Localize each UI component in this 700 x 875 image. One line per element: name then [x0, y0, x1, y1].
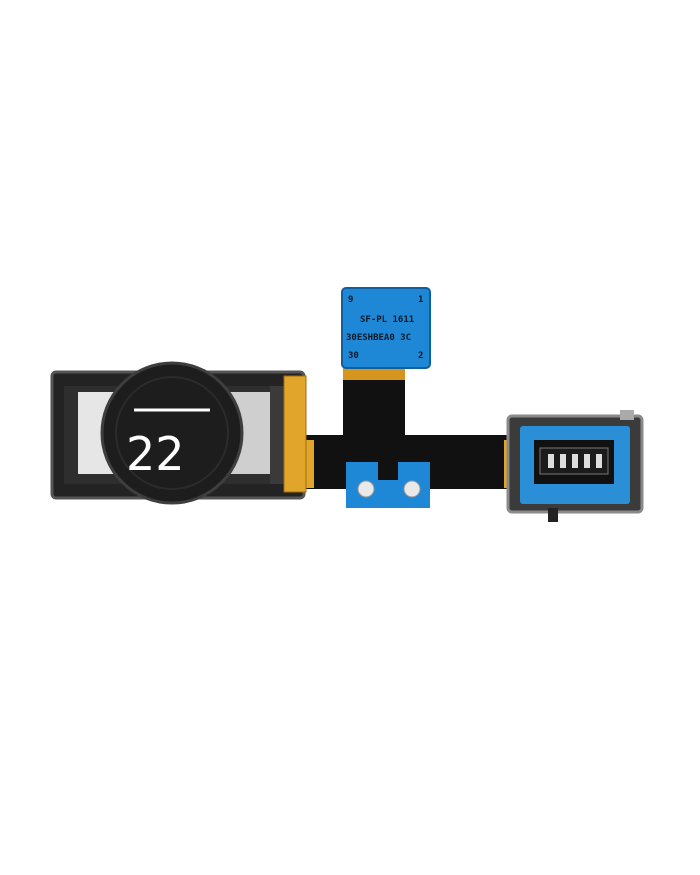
- connector-text-pin1: 1: [418, 295, 423, 305]
- contact-pad: [357, 480, 375, 498]
- microphone-module: [506, 410, 644, 522]
- connector-text-pin9: 9: [348, 295, 353, 305]
- pad-tab: [346, 462, 430, 508]
- connector-text-pin30: 30: [348, 351, 359, 361]
- board-connector: 9 1 SF-PL 1611 30ESHBEA0 3C 30 2: [341, 287, 431, 369]
- speaker-diaphragm: [100, 361, 244, 505]
- contact-pad: [403, 480, 421, 498]
- speaker-label: 22: [126, 427, 185, 481]
- connector-text-pin2: 2: [418, 351, 423, 361]
- connector-text-partno: SF-PL 1611: [360, 315, 414, 325]
- earpiece-speaker: 22: [50, 361, 307, 505]
- connector-text-code: 30ESHBEA0 3C: [346, 333, 411, 343]
- speaker-flex-contact: [283, 375, 307, 493]
